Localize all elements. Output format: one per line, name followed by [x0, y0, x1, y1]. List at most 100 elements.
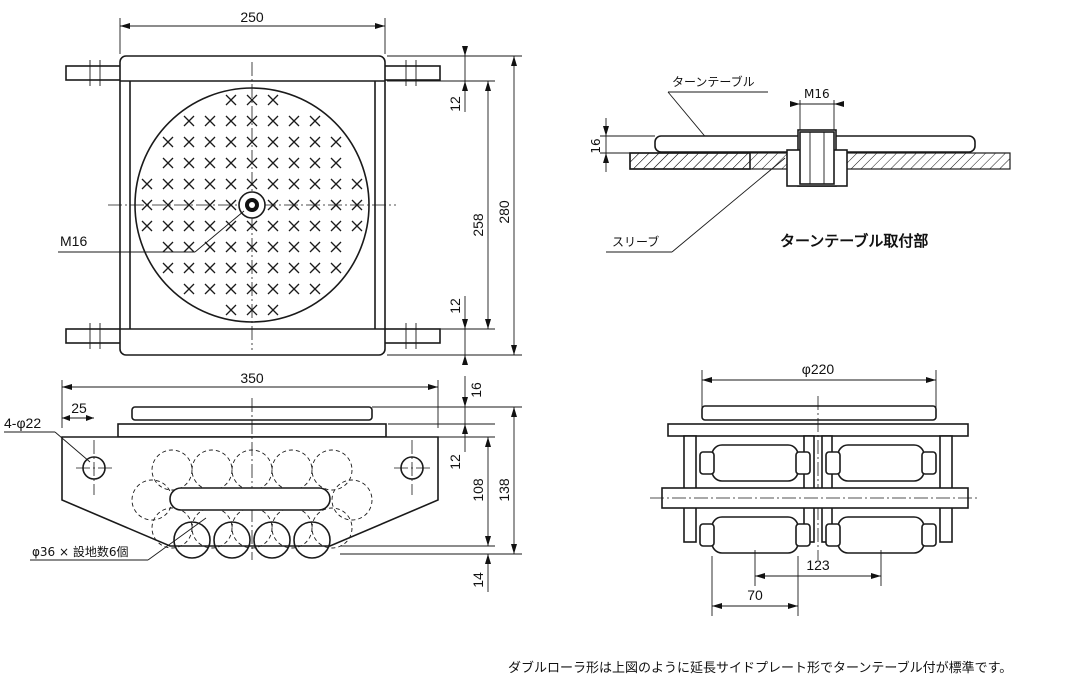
roller [173, 521, 211, 559]
inner-height-dimension: 258 [470, 213, 486, 237]
x-mark [204, 241, 216, 253]
x-mark [288, 220, 300, 232]
x-mark [267, 157, 279, 169]
detail-title: ターンテーブル取付部 [780, 232, 928, 250]
outer-height-dimension: 280 [496, 200, 512, 224]
x-mark [225, 199, 237, 211]
diameter-dimension: φ220 [802, 361, 835, 377]
x-mark [267, 304, 279, 316]
x-mark [225, 241, 237, 253]
x-mark [225, 304, 237, 316]
hidden-roller [311, 507, 353, 549]
x-mark [204, 115, 216, 127]
hidden-roller [311, 449, 353, 491]
total-height-dimension: 138 [496, 478, 512, 502]
x-mark [309, 283, 321, 295]
x-mark [330, 220, 342, 232]
x-mark [246, 157, 258, 169]
x-mark [162, 157, 174, 169]
thickness-dimension: 16 [589, 138, 603, 153]
x-mark [162, 199, 174, 211]
x-mark [183, 262, 195, 274]
top-gap-dimension: 12 [447, 96, 463, 112]
x-mark [267, 94, 279, 106]
x-mark [267, 262, 279, 274]
bolt-label: M16 [60, 233, 87, 249]
turntable-label: ターンテーブル [672, 74, 755, 89]
x-mark [288, 283, 300, 295]
x-mark [162, 220, 174, 232]
x-mark [162, 136, 174, 148]
x-mark [351, 178, 363, 190]
x-mark [225, 283, 237, 295]
x-mark [204, 136, 216, 148]
x-mark [246, 94, 258, 106]
x-mark [183, 241, 195, 253]
x-mark [141, 178, 153, 190]
outer-pitch-dimension: 70 [747, 587, 763, 603]
x-mark [141, 220, 153, 232]
edge-dimension: 25 [71, 400, 87, 416]
x-mark [204, 262, 216, 274]
x-mark [309, 157, 321, 169]
x-mark [309, 115, 321, 127]
x-mark [267, 220, 279, 232]
x-mark [162, 178, 174, 190]
detail-view: ターンテーブル M16 16 スリーブ ターンテーブル取付部 [589, 74, 1011, 253]
x-mark [330, 136, 342, 148]
x-mark [351, 220, 363, 232]
x-mark [246, 241, 258, 253]
anti-slip-pattern [141, 94, 363, 316]
x-mark [267, 115, 279, 127]
x-mark [267, 199, 279, 211]
hidden-roller [331, 479, 373, 521]
x-mark [246, 178, 258, 190]
x-mark [183, 220, 195, 232]
hole-label: 4-φ22 [4, 415, 41, 431]
x-mark [309, 220, 321, 232]
x-mark [225, 136, 237, 148]
x-mark [351, 199, 363, 211]
x-mark [246, 262, 258, 274]
x-mark [225, 94, 237, 106]
length-dimension: 350 [240, 370, 264, 386]
x-mark [309, 178, 321, 190]
roller [253, 521, 291, 559]
bottom-gap-dimension: 12 [447, 298, 463, 314]
x-mark [204, 283, 216, 295]
x-mark [330, 241, 342, 253]
x-mark [288, 262, 300, 274]
hidden-roller [151, 449, 193, 491]
x-mark [183, 178, 195, 190]
x-mark [288, 199, 300, 211]
x-mark [246, 136, 258, 148]
inner-pitch-dimension: 123 [806, 557, 830, 573]
x-mark [246, 283, 258, 295]
roller [213, 521, 251, 559]
roller [293, 521, 331, 559]
x-mark [309, 199, 321, 211]
top-view: 250 M16 [58, 9, 522, 365]
width-dimension: 250 [240, 9, 264, 25]
x-mark [225, 115, 237, 127]
x-mark [330, 157, 342, 169]
x-mark [183, 136, 195, 148]
x-mark [267, 241, 279, 253]
x-mark [246, 304, 258, 316]
x-mark [225, 178, 237, 190]
sleeve-label: スリーブ [612, 234, 659, 249]
x-mark [183, 283, 195, 295]
gap-dimension: 12 [447, 454, 463, 470]
footer-note: ダブルローラ形は上図のように延長サイドプレート形でターンテーブル付が標準です。 [508, 660, 1012, 676]
x-mark [288, 178, 300, 190]
x-mark [267, 136, 279, 148]
body-dimension: 108 [470, 478, 486, 502]
x-mark [330, 178, 342, 190]
x-mark [288, 136, 300, 148]
x-mark [183, 199, 195, 211]
x-mark [204, 220, 216, 232]
bottom-dimension: 14 [470, 572, 486, 588]
x-mark [246, 220, 258, 232]
x-mark [204, 178, 216, 190]
